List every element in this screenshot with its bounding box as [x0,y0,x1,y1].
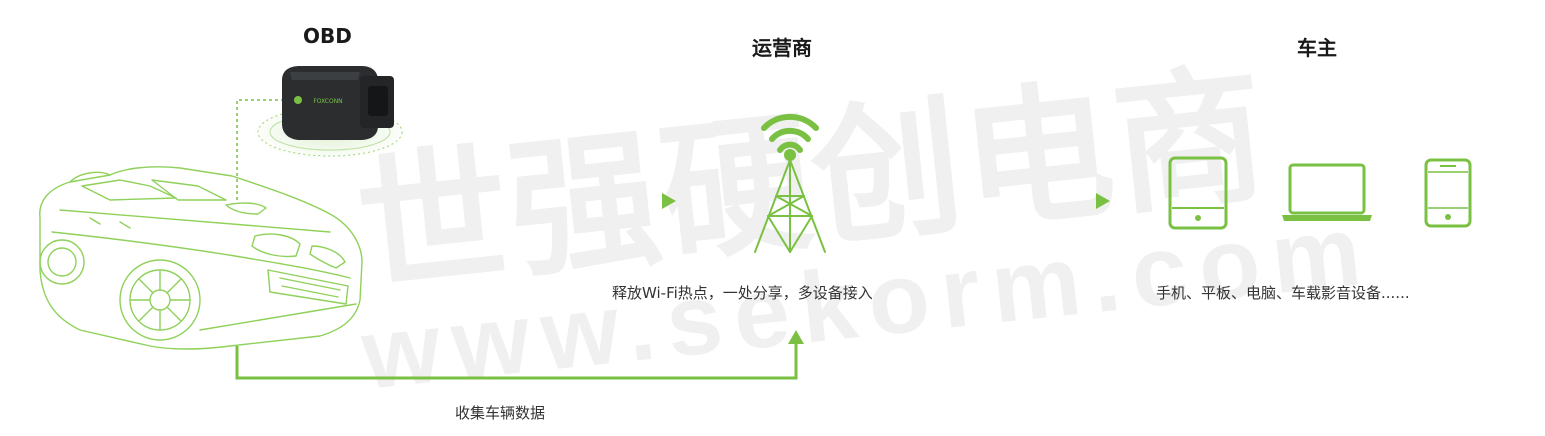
tablet-icon [1168,156,1228,230]
devices-caption: 手机、平板、电脑、车载影音设备...... [1156,284,1410,302]
data-collection-arrow [235,330,804,380]
wifi-hotspot-caption: 释放Wi-Fi热点，一处分享，多设备接入 [612,284,873,302]
car-icon [39,166,363,350]
collect-data-caption: 收集车辆数据 [455,404,546,422]
owner-title: 车主 [1297,36,1337,60]
phone-icon [1424,158,1472,228]
obd-device-icon: FOXCONN [252,66,408,160]
obd-title: OBD [303,24,352,48]
arrow-to-operator [370,193,676,209]
laptop-icon [1282,163,1372,221]
signal-tower-icon [754,113,826,253]
arrow-to-owner [838,193,1110,209]
operator-title: 运营商 [752,36,812,60]
obd-brand-text: FOXCONN [313,98,342,105]
obd-connection-line [236,99,298,200]
